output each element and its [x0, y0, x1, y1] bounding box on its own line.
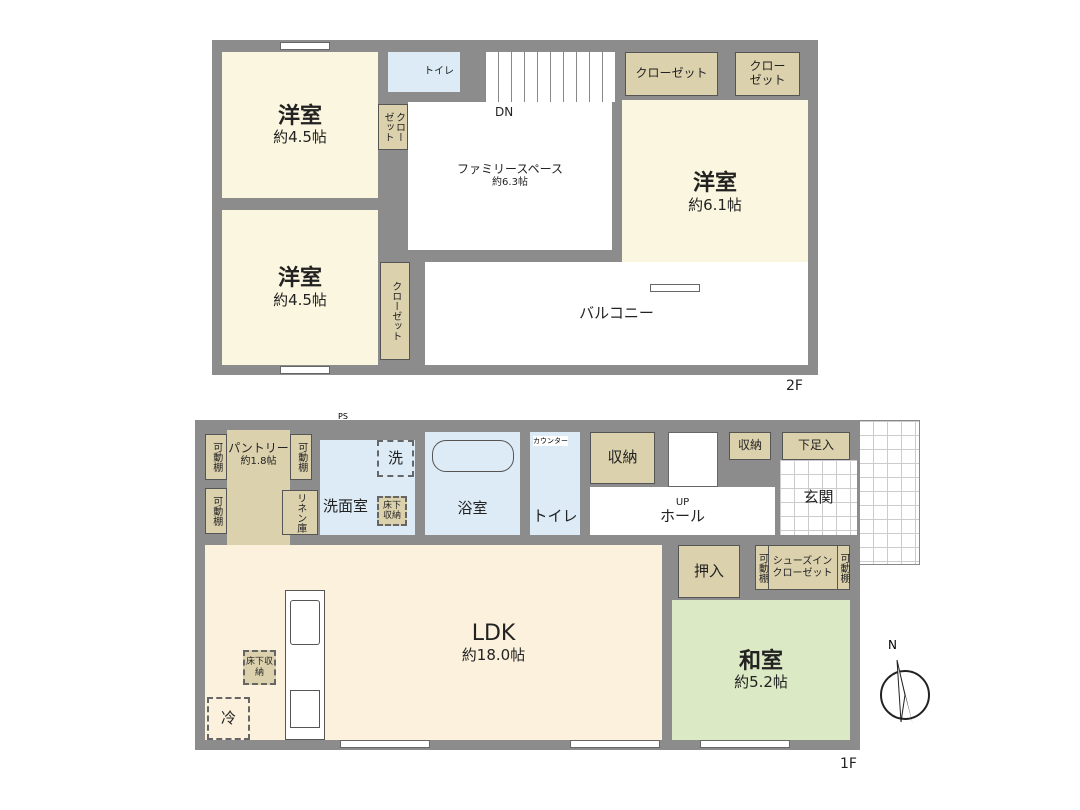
floor-label-1f: 1F — [840, 756, 857, 772]
underfloor-storage: 床下収納 — [377, 496, 407, 526]
room-bedroom-2f-b: 洋室約4.5帖 — [222, 210, 378, 365]
room-name: 和室 — [738, 648, 783, 674]
room-size: 約6.3帖 — [492, 177, 528, 189]
shelf-label: 可動棚 — [295, 442, 307, 472]
room-name: 下足入 — [797, 438, 834, 453]
shoes-closet-text: シューズインクローゼット — [769, 556, 837, 579]
shelf: 可動棚 — [205, 488, 227, 534]
closet-small-2f: ゼットクロー — [378, 104, 408, 150]
sink-icon — [290, 600, 320, 645]
fridge-space: 冷 — [207, 697, 250, 740]
compass-icon — [880, 659, 930, 725]
balcony: バルコニー — [425, 262, 808, 365]
room-size: 約18.0帖 — [461, 645, 526, 664]
bathtub — [432, 440, 514, 472]
family-space: DN ファミリースペース約6.3帖 — [408, 102, 612, 250]
stairs-label: DN — [495, 105, 514, 119]
shelf: 可動棚 — [290, 434, 312, 480]
kitchen-underfloor-storage: 床下収納 — [243, 650, 276, 685]
porch — [858, 420, 920, 565]
fridge-label: 冷 — [220, 708, 236, 727]
room-name: パントリー — [228, 441, 289, 455]
room-name: 洋室 — [692, 171, 737, 197]
room-size: 約1.8帖 — [240, 455, 277, 467]
toilet-label: トイレ — [424, 66, 454, 78]
toilet-1f: トイレ — [530, 432, 580, 535]
room-size: 約5.2帖 — [734, 673, 788, 692]
room-name: 洋室 — [277, 103, 322, 129]
oshiire: 押入 — [678, 545, 740, 598]
compass-north-label: N — [888, 638, 897, 652]
linen-closet: リネン庫 — [282, 490, 318, 535]
storage-1f: 収納 — [590, 432, 655, 484]
room-name: 収納 — [737, 438, 762, 453]
closet-label: ゼット — [749, 73, 786, 87]
washer-space: 洗 — [377, 440, 414, 477]
window — [280, 42, 330, 50]
window — [340, 740, 430, 748]
room-name: 収納 — [607, 448, 638, 467]
room-name: 洋室 — [277, 266, 322, 292]
shelf: 可動棚 — [205, 434, 227, 480]
stove-icon — [290, 690, 320, 728]
closet-top1-2f: クローゼット — [625, 52, 718, 96]
window — [570, 740, 660, 748]
shelf-label: 可動棚 — [210, 442, 222, 472]
room-name: ホール — [659, 507, 705, 526]
room-name: 押入 — [693, 561, 724, 580]
underfloor-label: 床下収納 — [382, 500, 401, 521]
window — [700, 740, 790, 748]
room-name: LDK — [471, 621, 516, 647]
closet-label: クロー — [749, 59, 786, 74]
shoes-in-closet: 可動棚 シューズインクローゼット 可動棚 — [755, 545, 850, 590]
shelf-label: 可動棚 — [756, 546, 769, 589]
kitchen-counter — [285, 590, 325, 740]
shelf-label: 可動棚 — [210, 496, 222, 526]
closet-vertical-2f: クローゼット — [380, 262, 410, 360]
window — [280, 366, 330, 374]
room-name: バルコニー — [579, 303, 654, 322]
room-name: 玄関 — [803, 487, 834, 506]
closet-label: クロー — [393, 112, 405, 142]
room-name: 浴室 — [457, 498, 488, 517]
counter-label: カウンター — [533, 436, 568, 446]
room-bedroom-2f-c: 洋室約6.1帖 — [622, 100, 808, 285]
storage-small-1f: 収納 — [729, 432, 771, 460]
stairs-2f — [485, 52, 615, 102]
stairs-1f — [668, 432, 718, 487]
closet-label: クローゼット — [772, 567, 833, 579]
entrance: 玄関 — [780, 460, 857, 535]
linen-label: リネン庫 — [294, 492, 306, 533]
shelf-label: 可動棚 — [836, 546, 849, 589]
closet-label: シューズイン — [772, 556, 833, 567]
floor-label-2f: 2F — [786, 378, 803, 394]
room-washitsu: 和室約5.2帖 — [672, 600, 850, 740]
toilet-2f: トイレ — [388, 52, 460, 92]
room-size: 約6.1帖 — [688, 195, 742, 214]
closet-label: クローゼット — [635, 66, 708, 81]
pantry: パントリー約1.8帖 — [227, 430, 290, 545]
window — [650, 284, 700, 292]
room-name: トイレ — [532, 506, 578, 525]
closet-label: クローゼット — [389, 281, 401, 341]
room-size: 約4.5帖 — [273, 128, 327, 147]
shoe-box: 下足入 — [782, 432, 850, 460]
stairs-label: UP — [675, 496, 690, 508]
room-name: 洗面室 — [323, 496, 369, 515]
closet-label: ゼット — [382, 112, 393, 142]
ps-label: PS — [338, 412, 348, 421]
underfloor-label: 床下収納 — [245, 657, 273, 678]
room-name: ファミリースペース — [457, 162, 563, 177]
washer-label: 洗 — [387, 448, 403, 467]
closet-top2-2f: クローゼット — [735, 52, 800, 96]
room-bedroom-2f-a: 洋室約4.5帖 — [222, 52, 378, 198]
room-size: 約4.5帖 — [273, 290, 327, 309]
